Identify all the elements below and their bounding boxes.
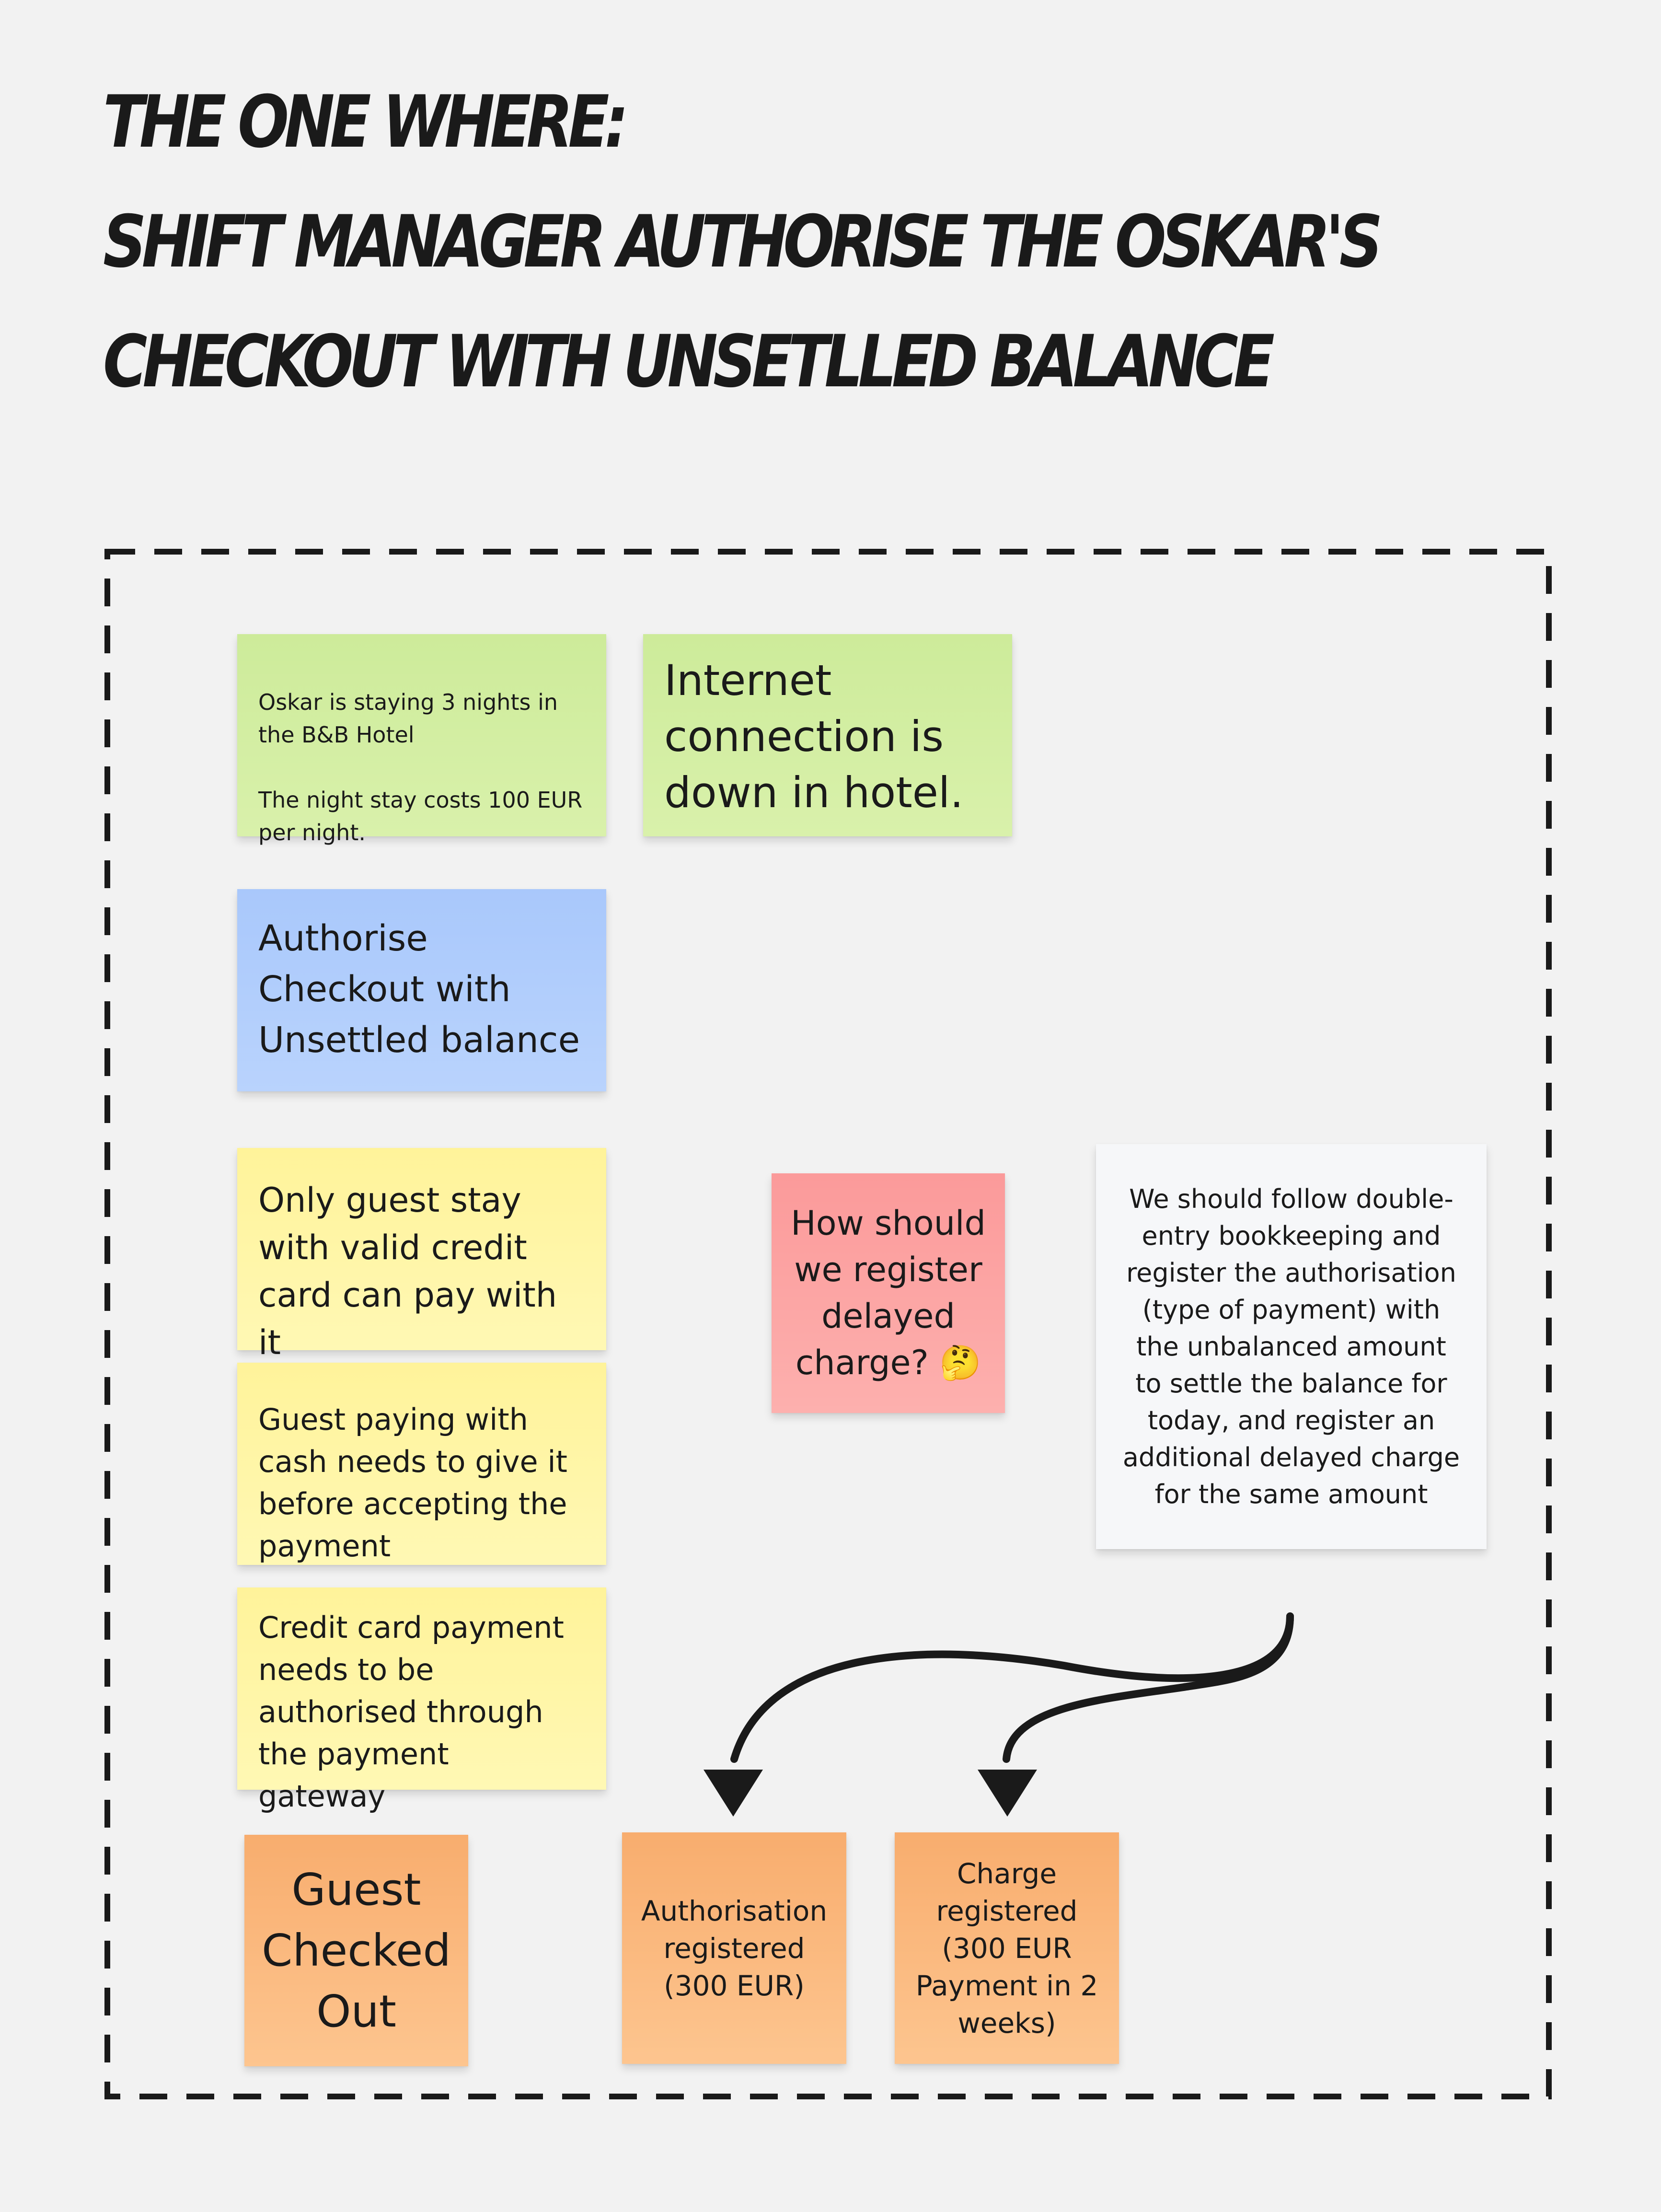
sticky-context[interactable]: Oskar is staying 3 nights in the B&B Hot… <box>237 634 606 845</box>
title-line-2: Shift Manager authorise the Oskar's <box>103 200 1383 284</box>
arrowhead-charge <box>978 1770 1037 1817</box>
sticky-event-guest-checked-out-text: Guest Checked Out <box>262 1864 451 2037</box>
sticky-internet-down[interactable]: Internet connection is down in hotel. <box>643 634 1012 836</box>
board-title: The one where: Shift Manager authorise t… <box>103 62 1383 422</box>
sticky-rule-gateway-text: Credit card payment needs to be authoris… <box>258 1610 564 1814</box>
sticky-command-authorise-checkout[interactable]: Authorise Checkout with Unsettled balanc… <box>237 889 606 1091</box>
sticky-command-text: Authorise Checkout with Unsettled balanc… <box>258 918 580 1061</box>
sticky-question[interactable]: How should we register delayed charge? 🤔 <box>772 1173 1005 1413</box>
sticky-internet-down-text: Internet connection is down in hotel. <box>664 656 964 817</box>
title-line-3: Checkout with unsetlled balance <box>103 320 1275 404</box>
sticky-context-text: Oskar is staying 3 nights in the B&B Hot… <box>258 689 583 845</box>
sticky-event-authorisation-registered[interactable]: Authorisation registered (300 EUR) <box>622 1832 846 2064</box>
arrow-to-authorisation <box>730 1612 1294 1763</box>
sticky-event-charge-text: Charge registered (300 EUR Payment in 2 … <box>915 1857 1098 2039</box>
sticky-event-guest-checked-out[interactable]: Guest Checked Out <box>244 1835 468 2066</box>
sticky-rule-cash[interactable]: Guest paying with cash needs to give it … <box>237 1363 606 1565</box>
sticky-rule-cash-text: Guest paying with cash needs to give it … <box>258 1402 567 1563</box>
sticky-rule-credit-card-text: Only guest stay with valid credit card c… <box>258 1181 557 1362</box>
sticky-rule-credit-card[interactable]: Only guest stay with valid credit card c… <box>237 1148 606 1362</box>
sticky-rule-gateway[interactable]: Credit card payment needs to be authoris… <box>237 1587 606 1814</box>
dashed-frame <box>104 549 1552 2099</box>
sticky-event-charge-registered[interactable]: Charge registered (300 EUR Payment in 2 … <box>895 1832 1119 2064</box>
arrow-to-charge <box>1003 1612 1294 1763</box>
title-line-1: The one where: <box>103 81 629 164</box>
sticky-answer-text: We should follow double-entry bookkeepin… <box>1122 1184 1460 1509</box>
arrowhead-authorisation <box>704 1770 763 1817</box>
sticky-event-authorisation-text: Authorisation registered (300 EUR) <box>641 1894 828 2002</box>
sticky-question-text: How should we register delayed charge? 🤔 <box>791 1204 986 1382</box>
sticky-answer[interactable]: We should follow double-entry bookkeepin… <box>1096 1144 1487 1549</box>
